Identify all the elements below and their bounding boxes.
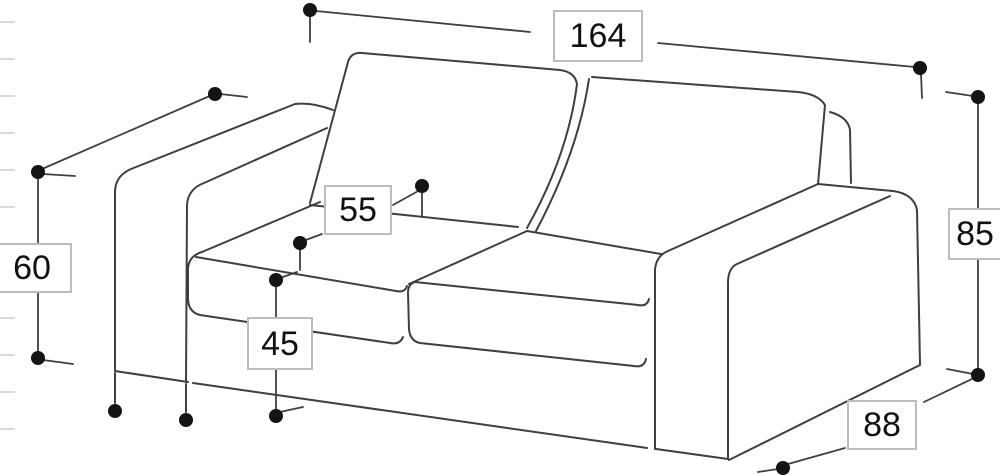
seat-height-value: 45 (261, 324, 299, 363)
seat-depth-link (279, 271, 298, 279)
dot-arm-height-top (31, 165, 45, 179)
dimension-label-overall-height: 85 (948, 208, 1000, 260)
depth-line-back (923, 377, 975, 403)
dot-seat-depth-back (415, 179, 429, 193)
left-arm-top-outer (114, 102, 334, 383)
dot-seat-depth-front (293, 236, 307, 250)
right-arm-top-outer (817, 183, 921, 365)
seat-depth-value: 55 (339, 191, 377, 229)
dot-width-left (303, 3, 317, 17)
dimension-label-overall-depth: 88 (847, 400, 917, 450)
dot-front-left-foot (108, 404, 122, 418)
back-cushion-crease (535, 78, 590, 232)
depth-line-front (787, 447, 846, 465)
dot-front-center-foot (179, 413, 193, 427)
overall-depth-value: 88 (863, 406, 901, 444)
left-arm-top-inner (185, 127, 328, 383)
width-line-right (920, 73, 923, 99)
dot-arm-top-corner (208, 87, 222, 101)
back-cushion-left (309, 51, 578, 229)
arm-height-value: 60 (13, 249, 51, 287)
seat-cushion-left-front-face (187, 251, 404, 345)
dimension-lines (37, 10, 979, 473)
height-tick-bottom (946, 368, 974, 375)
seat-depth-leader-a (392, 189, 421, 206)
overall-width-value: 164 (569, 17, 627, 55)
arm-height-tick-a (42, 173, 76, 177)
right-arm-front-face (655, 195, 891, 460)
measurement-dots (31, 3, 985, 475)
depth-tick-front (757, 468, 779, 473)
dot-arm-height-bottom (31, 351, 45, 365)
right-arm-bottom-edge (728, 364, 921, 461)
overall-height-value: 85 (956, 215, 994, 253)
dot-height-top (971, 90, 985, 104)
dot-seat-height-top (269, 273, 283, 287)
dot-depth-front (776, 461, 790, 475)
dimension-label-seat-height: 45 (247, 317, 313, 370)
width-line-b (657, 42, 916, 68)
dimension-label-overall-width: 164 (553, 10, 643, 62)
arm-height-tick-bottom (42, 359, 74, 365)
arm-height-tick-upper (219, 93, 248, 98)
sofa-outline (114, 51, 921, 461)
height-tick-top (945, 91, 974, 97)
seat-cushion-right-front-top-edge (414, 281, 650, 307)
seat-cushion-left-top-back-edge (201, 201, 321, 253)
dimension-label-seat-depth: 55 (324, 185, 392, 235)
dot-height-bottom (971, 368, 985, 382)
base-front-edge (192, 382, 648, 449)
dot-seat-height-bottom (269, 409, 283, 423)
dimension-label-arm-height: 60 (0, 243, 72, 293)
seat-height-tick-bottom (279, 406, 304, 413)
back-frame-right-corner (829, 111, 852, 184)
dot-width-right (913, 61, 927, 75)
seat-cushion-right-back-edge (526, 230, 662, 255)
seat-cushion-gap (408, 230, 528, 285)
width-line-a (315, 10, 531, 33)
right-arm-top-inner-front (654, 183, 819, 450)
left-edge-ticks (0, 21, 15, 430)
seat-cushion-right-front-face (407, 281, 647, 368)
arm-height-extension (41, 94, 213, 170)
seat-cushion-left-front-top-edge (195, 256, 408, 293)
back-cushion-right (591, 76, 826, 185)
